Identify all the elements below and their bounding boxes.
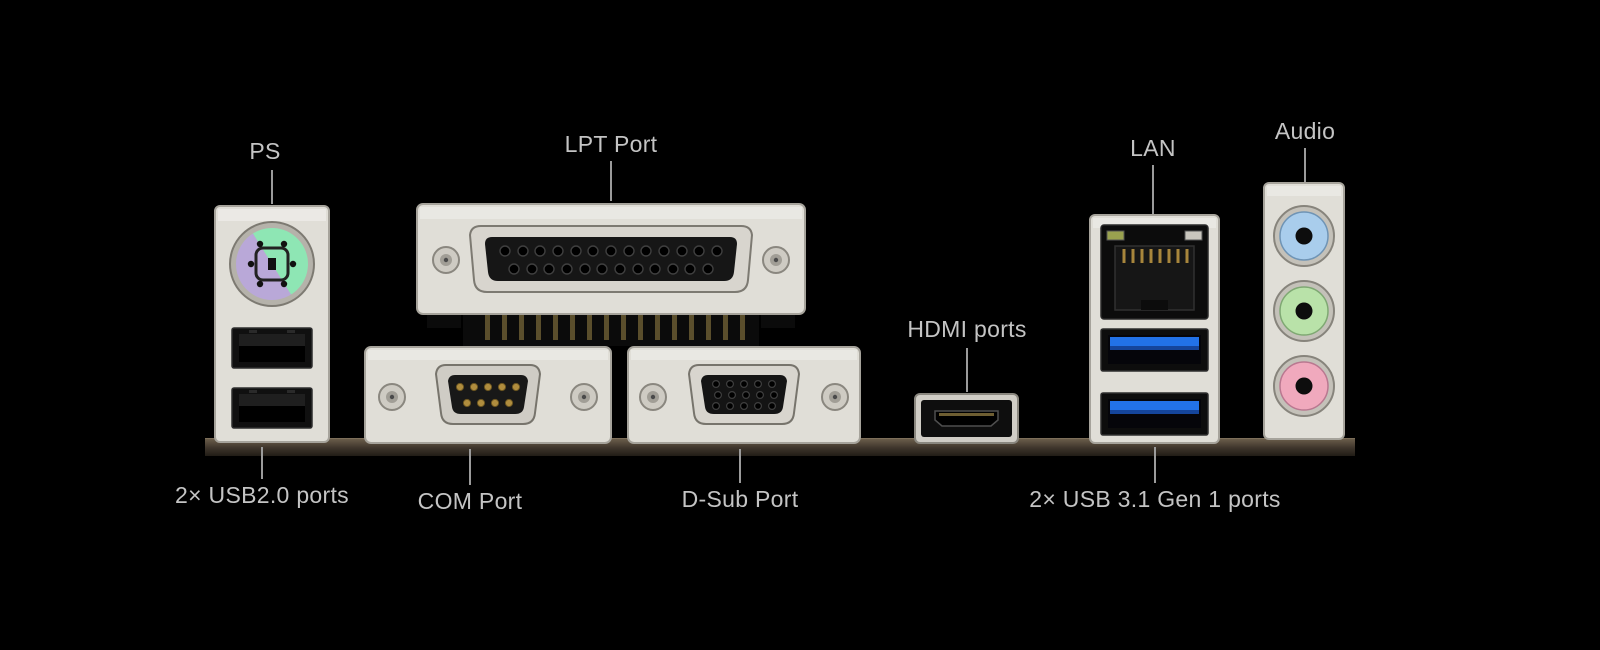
label-usb20: 2× USB2.0 ports [175,482,349,508]
lpt-db25-connector-icon [468,225,754,293]
com-screw-left [378,383,406,411]
lan-rj45-icon [1100,224,1209,320]
audio-icon [1263,182,1345,440]
dsub-screw-right [821,383,849,411]
leader-lan [1152,165,1154,214]
hdmi-port [913,391,1020,451]
com-icon [364,346,612,444]
label-ps2: PS [249,138,281,164]
dsub-de15-icon [687,364,801,425]
label-dsub: D-Sub Port [681,486,799,512]
audio-jack-line-out-icon [1273,280,1335,342]
leader-usb20 [261,447,263,479]
leader-usb31 [1154,447,1156,483]
lpt-screw-right [762,246,790,274]
usb3-port-1-icon [1100,328,1209,372]
audio-bracket [1258,180,1350,447]
usb3-port-2-icon [1100,392,1209,436]
label-lan: LAN [1130,135,1176,161]
hdmi-icon [914,393,1019,444]
audio-jack-line-in-icon [1273,205,1335,267]
lpt-icon [416,203,806,346]
label-usb31: 2× USB 3.1 Gen 1 ports [1029,486,1281,512]
ps2-connector-icon [229,221,315,307]
usb2-port-2-icon [231,387,313,429]
leader-dsub [739,449,741,483]
audio-jack-mic-icon [1273,355,1335,417]
ps2-usb2-bracket [213,202,331,449]
com-bracket [363,343,613,452]
usb2-port-1-icon [231,327,313,369]
com-de9-male-icon [434,364,542,425]
label-lpt: LPT Port [564,131,658,157]
leader-ps2 [271,170,273,204]
leader-com [469,449,471,485]
com-screw-right [570,383,598,411]
label-com: COM Port [417,488,523,514]
leader-audio [1304,148,1306,182]
dsub-icon [627,346,861,444]
ps2-usb2-icon [214,205,330,443]
dsub-screw-left [639,383,667,411]
label-audio: Audio [1274,118,1336,144]
lan-usb3-icon [1089,214,1220,444]
leader-hdmi [966,348,968,392]
leader-lpt [610,161,612,201]
dsub-bracket [626,343,862,452]
lan-usb3-bracket [1088,212,1221,451]
label-hdmi: HDMI ports [907,316,1027,342]
lpt-bracket [415,198,807,353]
lpt-screw-left [432,246,460,274]
